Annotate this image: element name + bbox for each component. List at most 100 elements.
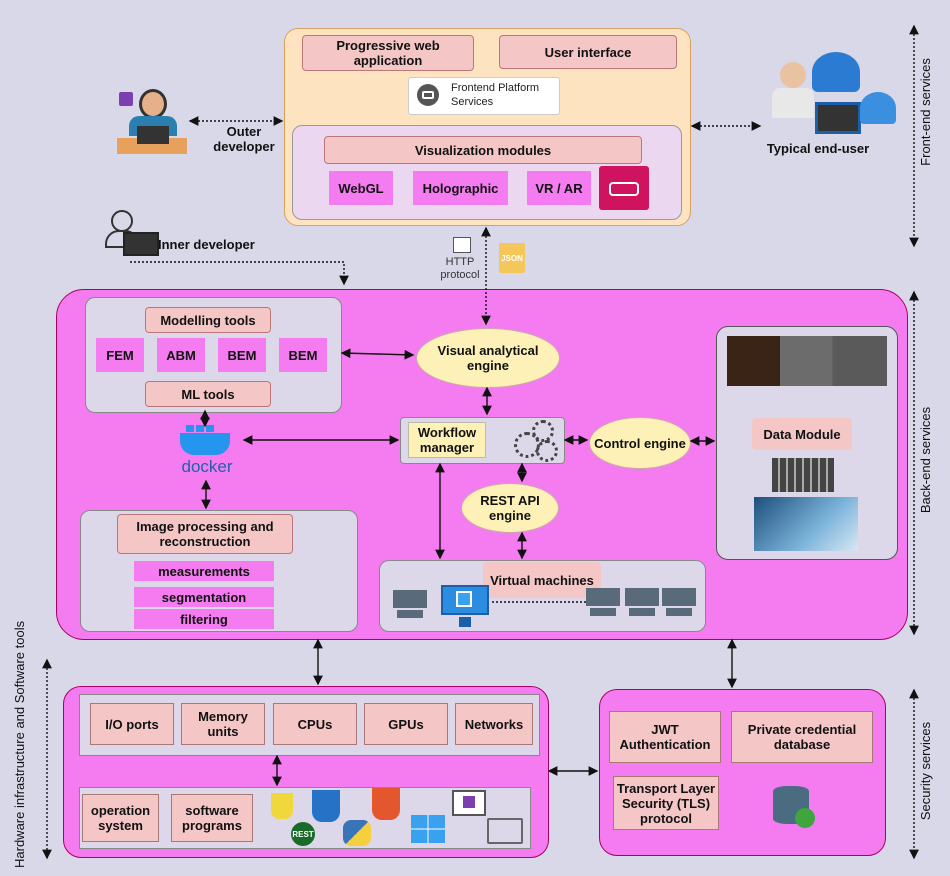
software-label: software programs (182, 803, 242, 833)
devices-icon (487, 818, 523, 844)
vr-headset-icon (599, 166, 649, 210)
rest-badge-label: REST (292, 829, 314, 839)
abm-label: ABM (166, 347, 196, 363)
modelling-label: Modelling tools (160, 312, 256, 328)
memory-box: Memory units (181, 703, 265, 745)
fem-box: FEM (96, 338, 144, 372)
viz-label: Visualization modules (414, 142, 552, 158)
inner-developer-icon (103, 210, 159, 260)
tls-label: Transport Layer Security (TLS) protocol (616, 780, 716, 826)
end-user-label: Typical end-user (766, 141, 870, 156)
cpus-box: CPUs (273, 703, 357, 745)
server-icon-4 (662, 588, 696, 618)
tls-box: Transport Layer Security (TLS) protocol (613, 776, 719, 830)
json-label: JSON (501, 253, 523, 263)
visual-studio-icon (452, 790, 486, 816)
os-label: operation system (90, 803, 151, 833)
bem-box-2: BEM (279, 338, 327, 372)
gpus-box: GPUs (364, 703, 448, 745)
platform-label: Frontend Platform Services (451, 82, 540, 108)
docker-icon: docker (172, 425, 242, 479)
viz-title-box: Visualization modules (324, 136, 642, 164)
control-engine-label: Control engine (594, 435, 686, 451)
memory-label: Memory units (198, 709, 248, 739)
gears-icon (512, 418, 558, 462)
filtering-label: filtering (180, 611, 228, 627)
data-module-label: Data Module (763, 426, 841, 442)
webgl-box: WebGL (329, 171, 393, 205)
webgl-label: WebGL (338, 180, 384, 196)
pwa-box: Progressive web application (302, 35, 474, 71)
outer-developer-icon (117, 86, 189, 156)
networks-box: Networks (455, 703, 533, 745)
js-icon (271, 793, 293, 819)
bem-box-1: BEM (218, 338, 266, 372)
holo-box: Holographic (413, 171, 508, 205)
ml-label: ML tools (181, 386, 235, 402)
css3-icon (312, 790, 340, 822)
end-user-icon (770, 52, 910, 134)
ui-box: User interface (499, 35, 677, 69)
medical-scan-images (727, 336, 887, 386)
vrar-label: VR / AR (535, 180, 583, 196)
networks-label: Networks (464, 716, 524, 732)
http-label: HTTP protocol (440, 256, 480, 281)
platform-box: Frontend Platform Services (408, 77, 560, 115)
modelling-tools-box: Modelling tools (145, 307, 271, 333)
os-box: operation system (82, 794, 159, 842)
server-icon-2 (586, 588, 620, 618)
rest-badge-icon: REST (291, 822, 315, 846)
software-box: software programs (171, 794, 253, 842)
platform-icon (417, 84, 439, 106)
vm-monitor-icon (441, 585, 489, 629)
docker-label: docker (181, 457, 233, 476)
imgproc-title-box: Image processing and reconstruction (117, 514, 293, 554)
windows-icon (411, 815, 445, 843)
rest-engine: REST API engine (461, 483, 559, 533)
imgproc-label: Image processing and reconstruction (136, 519, 274, 549)
io-ports-label: I/O ports (105, 716, 159, 732)
data-module-box: Data Module (752, 418, 852, 450)
doctor-tablet-photo (754, 497, 858, 551)
io-ports-box: I/O ports (90, 703, 174, 745)
http-icon (453, 237, 471, 253)
visual-engine-label: Visual analytical engine (437, 343, 539, 373)
vm-label: Virtual machines (490, 572, 594, 588)
segmentation-box: segmentation (134, 587, 274, 607)
cpus-label: CPUs (297, 716, 333, 732)
measurements-label: measurements (158, 563, 250, 579)
workflow-label: Workflow manager (417, 425, 477, 455)
image-grid-thumbnail (772, 458, 834, 492)
jwt-box: JWT Authentication (609, 711, 721, 763)
ml-tools-box: ML tools (145, 381, 271, 407)
workflow-box: Workflow manager (408, 422, 486, 458)
jwt-label: JWT Authentication (619, 722, 711, 752)
filtering-box: filtering (134, 609, 274, 629)
fem-label: FEM (106, 347, 134, 363)
python-icon (343, 820, 371, 846)
pwa-label: Progressive web application (336, 38, 440, 68)
rest-engine-label: REST API engine (480, 493, 540, 523)
private-db-box: Private credential database (731, 711, 873, 763)
measurements-box: measurements (134, 561, 274, 581)
bem-label-1: BEM (227, 347, 257, 363)
segmentation-label: segmentation (161, 589, 247, 605)
abm-box: ABM (157, 338, 205, 372)
control-engine: Control engine (589, 417, 691, 469)
html5-icon (372, 788, 400, 820)
ui-label: User interface (544, 44, 632, 60)
json-file-icon: JSON (499, 243, 525, 273)
server-icon-1 (393, 590, 427, 620)
visual-engine: Visual analytical engine (416, 328, 560, 388)
holo-label: Holographic (422, 180, 499, 196)
server-icon-3 (625, 588, 659, 618)
gpus-label: GPUs (388, 716, 424, 732)
outer-developer-label: Outer developer (213, 124, 275, 154)
vm-title-box: Virtual machines (483, 562, 601, 598)
database-icon (773, 786, 817, 830)
private-db-label: Private credential database (747, 722, 857, 752)
inner-developer-label: Inner developer (158, 237, 255, 252)
bem-label-2: BEM (288, 347, 318, 363)
